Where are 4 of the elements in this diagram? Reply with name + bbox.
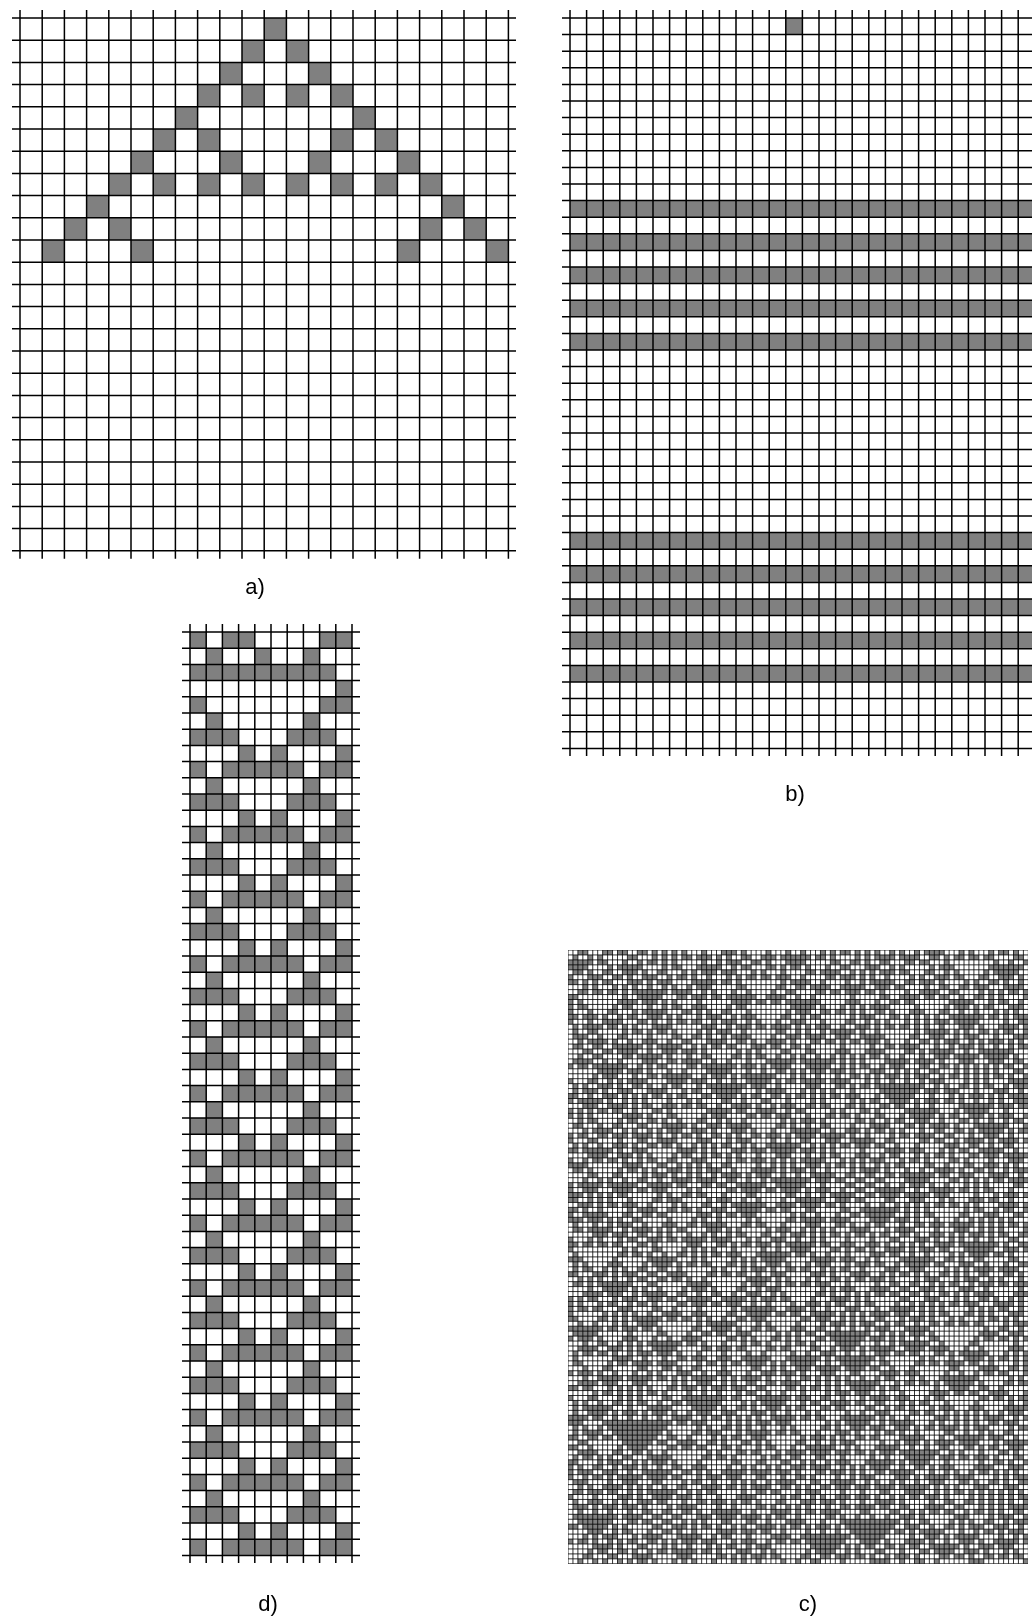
panel-label: a) [244,573,266,601]
panel-label: b) [784,780,806,808]
panel-label: c) [797,1590,819,1618]
panel-label: d) [257,1590,279,1618]
